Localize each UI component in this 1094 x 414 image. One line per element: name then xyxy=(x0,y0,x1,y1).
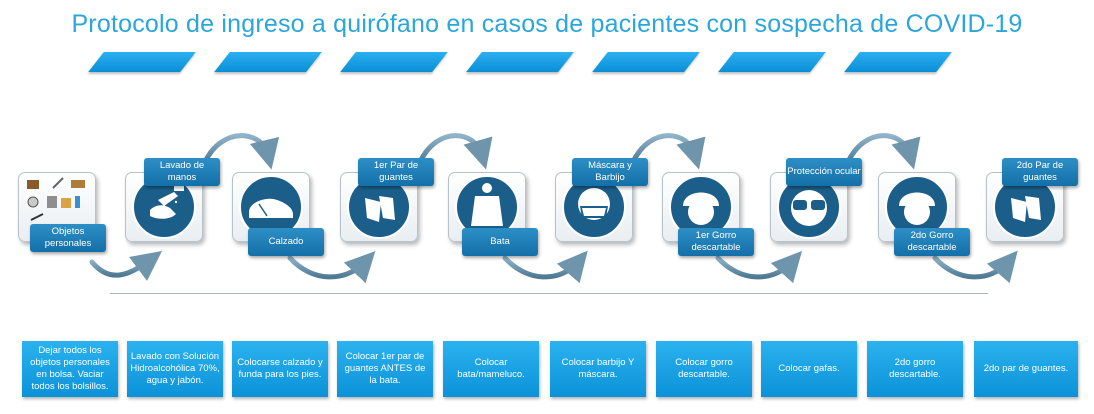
hand-wash-icon xyxy=(132,175,196,239)
step-label-second-gloves: 2do Par de guantes xyxy=(1002,158,1078,186)
personal-objects-icon xyxy=(27,177,85,221)
arrow-7-8 xyxy=(715,250,803,284)
mask-icon xyxy=(562,175,626,239)
gloves-icon xyxy=(993,175,1057,239)
arrow-5-6 xyxy=(502,250,588,284)
step-label-goggles: Protección ocular xyxy=(786,158,862,186)
step-label-first-cap: 1er Gorro descartable xyxy=(678,228,754,256)
desc-gown: Colocar bata/mameluco. xyxy=(443,341,539,397)
desc-personal-objects: Dejar todos los objetos personales en bo… xyxy=(22,341,118,397)
goggles-icon xyxy=(777,175,841,239)
arrow-9-10 xyxy=(932,250,1018,284)
step-label-mask: Máscara y Barbijo xyxy=(572,158,648,186)
desc-first-gloves: Colocar 1er par de guantes ANTES de la b… xyxy=(337,341,433,397)
step-label-first-gloves: 1er Par de guantes xyxy=(358,158,434,186)
desc-second-cap: 2do gorro descartable. xyxy=(867,341,963,397)
desc-shoe-cover: Colocarse calzado y funda para los pies. xyxy=(232,341,328,397)
page-title: Protocolo de ingreso a quirófano en caso… xyxy=(71,10,1023,38)
step-label-second-cap: 2do Gorro descartable xyxy=(894,228,970,256)
divider xyxy=(110,293,988,294)
arrow-2-3 xyxy=(202,133,280,170)
shoe-cover-icon xyxy=(239,175,303,239)
arrow-6-7 xyxy=(630,133,706,170)
desc-goggles: Colocar gafas. xyxy=(761,341,857,397)
desc-first-cap: Colocar gorro descartable. xyxy=(656,341,752,397)
arrow-4-5 xyxy=(417,133,493,170)
step-label-hand-wash: Lavado de manos xyxy=(144,158,220,186)
step-label-personal-objects: Objetos personales xyxy=(30,224,106,252)
desc-second-gloves: 2do par de guantes. xyxy=(974,341,1078,397)
step-label-shoe-cover: Calzado xyxy=(248,228,324,256)
desc-mask: Colocar barbijo Y máscara. xyxy=(550,341,646,397)
desc-hand-wash: Lavado con Solución Hidroalcohólica 70%,… xyxy=(127,341,223,397)
gown-icon xyxy=(455,175,519,239)
step-label-gown: Bata xyxy=(462,228,538,256)
arrow-8-9 xyxy=(845,133,921,170)
arrow-3-4 xyxy=(287,251,376,284)
cap-icon xyxy=(885,175,949,239)
arrow-1-2 xyxy=(89,251,163,281)
